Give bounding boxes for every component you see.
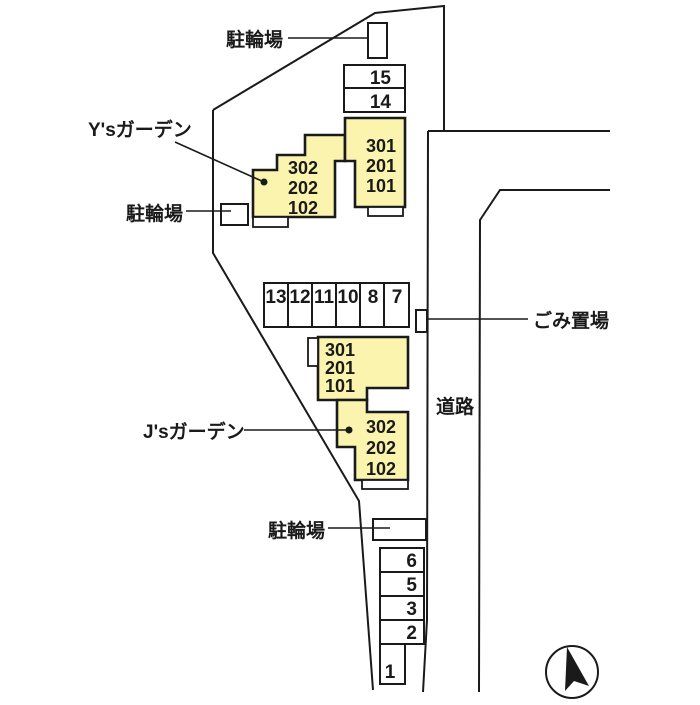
bicycle-parking-area (367, 22, 388, 59)
label-building-j: J'sガーデン (143, 420, 245, 443)
building-j-upper-porch (307, 337, 319, 367)
parking-stall (335, 282, 361, 328)
unit-number: 101 (366, 176, 396, 196)
label-bicycle-parking-mid: 駐輪場 (126, 202, 183, 225)
unit-number: 102 (288, 198, 318, 218)
north-arrow-icon (565, 647, 589, 691)
parking-stall-number: 2 (406, 623, 417, 644)
label-bicycle-parking-bottom: 駐輪場 (268, 519, 325, 542)
parking-stall (379, 571, 425, 597)
bicycle-parking-area (372, 518, 427, 541)
building-y-left-porch (252, 216, 289, 228)
parking-stall (379, 547, 425, 573)
parking-stall-number: 14 (370, 92, 392, 113)
parking-stall-number: 12 (289, 287, 310, 308)
leader-building-y (174, 141, 265, 183)
parking-stall (263, 282, 289, 328)
boundary-left (212, 110, 374, 691)
parking-stall-number: 7 (392, 287, 403, 308)
label-bicycle-parking-top: 駐輪場 (226, 28, 283, 51)
road-left-edge (422, 130, 429, 693)
building-y-right-wing (343, 116, 407, 209)
unit-number: 301 (325, 340, 355, 360)
leader-dot-building-y (260, 178, 268, 186)
unit-number: 201 (325, 358, 355, 378)
parking-stall (379, 619, 425, 645)
compass-circle (545, 645, 599, 699)
building-y-right-porch (367, 206, 404, 217)
parking-stall-number: 11 (314, 287, 335, 308)
parking-stall (379, 643, 406, 685)
parking-stall-number: 13 (265, 287, 286, 308)
building-j-upper-wing (316, 335, 410, 402)
unit-number: 202 (288, 178, 318, 198)
label-road: 道路 (436, 395, 475, 418)
unit-number: 302 (366, 417, 396, 437)
garbage-area (415, 309, 428, 333)
label-garbage-area: ごみ置場 (533, 309, 609, 332)
parking-stall-number: 1 (385, 662, 396, 683)
parking-stall-number: 3 (406, 599, 417, 620)
parking-stall (343, 87, 406, 113)
building-j-lower-porch (361, 479, 409, 490)
leader-dot-building-j (345, 426, 353, 434)
north-compass (545, 645, 599, 699)
unit-number: 101 (325, 376, 355, 396)
unit-number: 301 (366, 136, 396, 156)
boundary-top (212, 4, 445, 131)
parking-stall-number: 5 (406, 575, 417, 596)
unit-number: 201 (366, 156, 396, 176)
road-right-edge (478, 189, 610, 693)
parking-stall-number: 6 (406, 551, 417, 572)
parking-stall-number: 15 (370, 68, 392, 89)
parking-stall (379, 595, 425, 621)
unit-number: 202 (366, 438, 396, 458)
bicycle-parking-area (220, 203, 249, 226)
parking-stall-number: 10 (337, 287, 358, 308)
parking-stall-number: 8 (368, 287, 379, 308)
label-building-y: Y'sガーデン (88, 118, 192, 141)
parking-stall (383, 282, 410, 328)
unit-number: 302 (288, 158, 318, 178)
unit-number: 102 (366, 459, 396, 479)
parking-stall (287, 282, 313, 328)
